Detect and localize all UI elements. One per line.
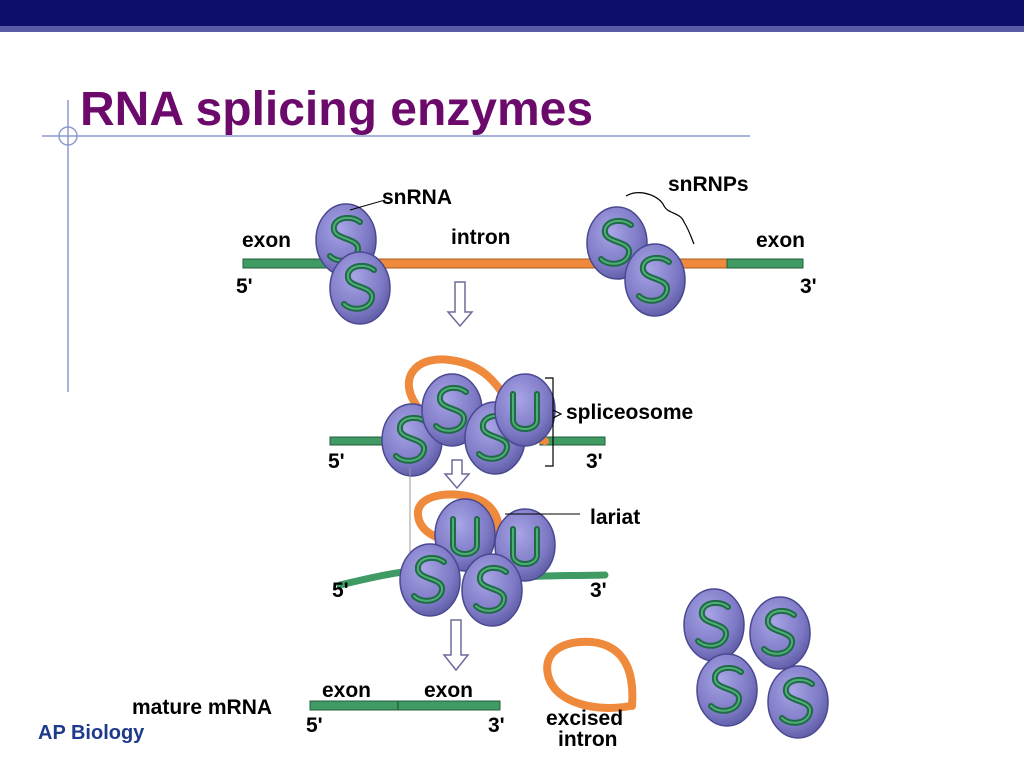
- down-arrow-icon: [442, 619, 470, 672]
- guide-circle: [58, 126, 78, 146]
- footer-course-name: AP Biology: [38, 722, 145, 744]
- exon-right-segment: [726, 258, 804, 269]
- down-arrow-icon: [446, 281, 474, 328]
- label-snrna: snRNA: [382, 186, 452, 209]
- snrnp-particle: [684, 589, 744, 661]
- snrnp-particle: [400, 544, 460, 616]
- label-five-prime: 5': [332, 579, 349, 602]
- label-five-prime: 5': [236, 275, 253, 298]
- snrnp-particle: [330, 252, 390, 324]
- spliceosome-brace-tip: [552, 409, 563, 419]
- label-exon-right: exon: [424, 679, 473, 702]
- label-five-prime: 5': [328, 450, 345, 473]
- excised-intron-loop: [543, 637, 637, 712]
- down-arrow-icon: [443, 459, 471, 490]
- snrnp-particle: [462, 554, 522, 626]
- label-exon-left: exon: [322, 679, 371, 702]
- label-excised: excised: [546, 707, 623, 730]
- label-spliceosome: spliceosome: [566, 401, 693, 424]
- label-three-prime: 3': [586, 450, 603, 473]
- exon-right-segment: [539, 436, 606, 446]
- snrnp-particle: [750, 597, 810, 669]
- label-intron: intron: [558, 728, 617, 751]
- slide-title: RNA splicing enzymes: [80, 83, 594, 136]
- label-five-prime: 5': [306, 714, 323, 737]
- snrnp-particle: [768, 666, 828, 738]
- label-three-prime: 3': [488, 714, 505, 737]
- label-snrnps: snRNPs: [668, 173, 749, 196]
- snrna-pointer: [349, 199, 386, 211]
- snrnp-particle: [697, 654, 757, 726]
- header-bar: [0, 0, 1024, 26]
- snrnps-brace: [625, 192, 695, 245]
- label-exon-right: exon: [756, 229, 805, 252]
- spliceosome-brace: [545, 377, 554, 467]
- header-accent-line: [0, 26, 1024, 32]
- label-mature-mrna: mature mRNA: [132, 696, 272, 719]
- mature-mrna-strand: [309, 700, 501, 711]
- label-lariat: lariat: [590, 506, 640, 529]
- exon-left-segment: [329, 436, 389, 446]
- label-exon-left: exon: [242, 229, 291, 252]
- label-three-prime: 3': [590, 579, 607, 602]
- snrnp-particle: [625, 244, 685, 316]
- snrnp-particle: [495, 374, 555, 446]
- label-three-prime: 3': [800, 275, 817, 298]
- label-intron: intron: [451, 226, 510, 249]
